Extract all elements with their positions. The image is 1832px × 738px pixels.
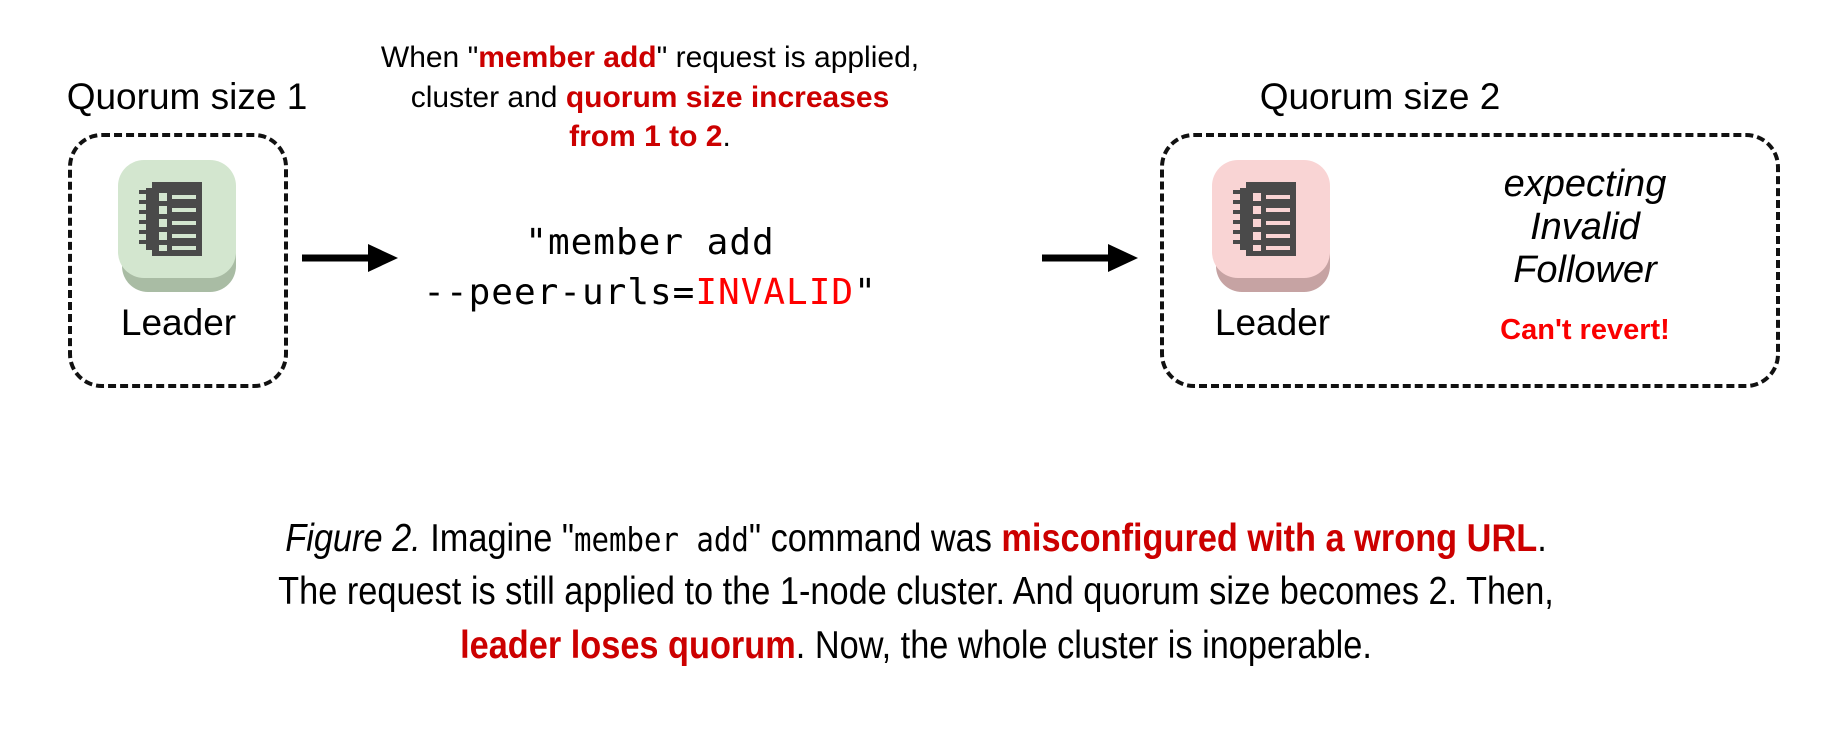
command-flag: --peer-urls= [423, 271, 696, 313]
arrow-right-icon [1040, 238, 1140, 283]
left-cluster-box [68, 133, 288, 388]
annotation-line-2: cluster and quorum size increases [350, 78, 950, 118]
follower-status-block: expecting Invalid Follower Can't revert! [1420, 163, 1750, 347]
annotation-line-1: When "member add" request is applied, [350, 38, 950, 78]
right-node: Leader [1190, 160, 1355, 341]
left-node-caption: Leader [120, 302, 237, 343]
annotation-l1-a: When " [380, 41, 479, 74]
annotation-l2-a: cluster and [410, 80, 566, 114]
arrow-right-icon [300, 238, 400, 283]
annotation-l1-highlight: member add [478, 41, 657, 74]
right-node-caption: Leader [1214, 302, 1331, 343]
figure-caption: Figure 2. Imagine "member add" command w… [145, 512, 1687, 672]
annotation-l3-highlight: from 1 to 2 [569, 120, 723, 154]
annotation-l2-highlight: quorum size increases [565, 80, 890, 114]
caption-line-2: The request is still applied to the 1-no… [278, 570, 1554, 614]
server-log-icon [117, 160, 240, 292]
caption-l1-b: " command was [748, 517, 1002, 560]
caption-l3-a: . Now, the whole cluster is inoperable. [795, 623, 1372, 667]
caption-l1-c: . [1537, 517, 1547, 560]
status-line-3: Follower [1513, 248, 1657, 291]
caption-l1-highlight: misconfigured with a wrong URL [1001, 517, 1538, 560]
caption-l1-a: Imagine " [420, 517, 575, 560]
caption-l3-highlight: leader loses quorum [460, 623, 796, 667]
caption-line-3: leader loses quorum. Now, the whole clus… [145, 619, 1687, 672]
cant-revert-warning: Can't revert! [1500, 313, 1670, 346]
left-node: Leader [96, 160, 261, 341]
caption-line-1: Figure 2. Imagine "member add" command w… [145, 512, 1687, 565]
status-line-2: Invalid [1530, 205, 1640, 248]
command-line-1: "member add [525, 222, 775, 263]
annotation-line-3: from 1 to 2. [350, 117, 950, 157]
left-cluster-label: Quorum size 1 [66, 76, 308, 117]
right-cluster-label: Quorum size 2 [1259, 76, 1501, 117]
figure-number: Figure 2. [285, 517, 421, 560]
annotation-text: When "member add" request is applied, cl… [350, 38, 950, 157]
command-closing-quote: " [854, 271, 877, 313]
command-line-2: --peer-urls=INVALID" [400, 268, 900, 318]
caption-l1-mono: member add [574, 520, 749, 559]
command-text: "member add --peer-urls=INVALID" [400, 218, 900, 317]
server-log-glyph [1232, 182, 1296, 256]
annotation-l3-period: . [722, 120, 731, 154]
annotation-l1-c: " request is applied, [656, 41, 920, 74]
command-invalid-value: INVALID [695, 271, 855, 313]
server-log-icon [1211, 160, 1334, 292]
status-line-1: expecting [1503, 163, 1667, 205]
right-cluster-box [1160, 133, 1780, 388]
server-log-glyph [138, 182, 202, 256]
